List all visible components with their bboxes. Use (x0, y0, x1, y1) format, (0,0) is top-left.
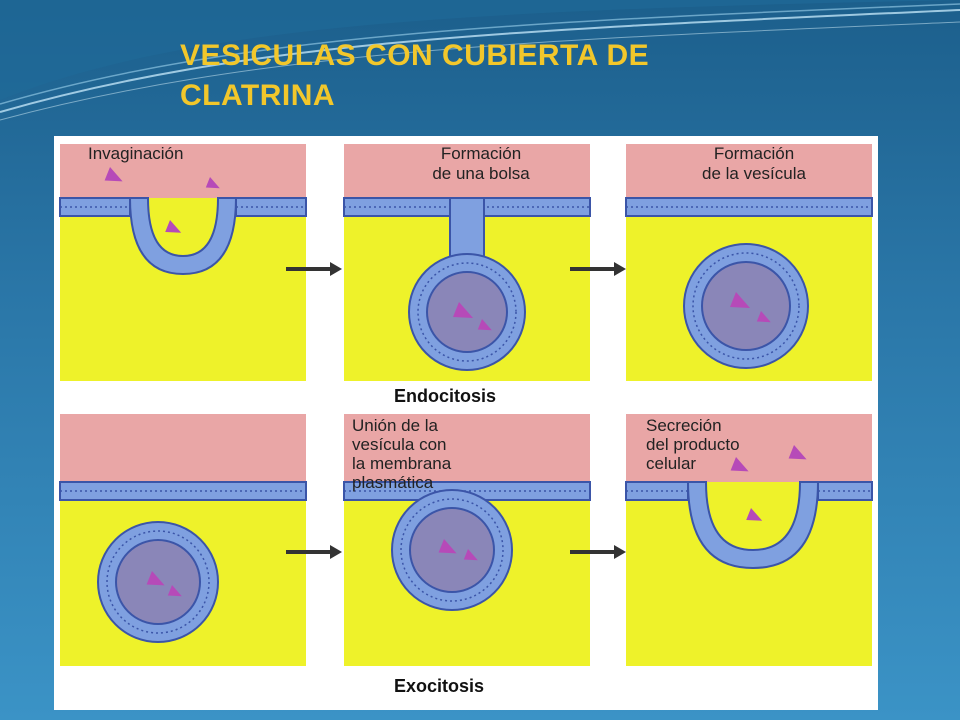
endo2-cargo-2 (477, 319, 492, 331)
endo1-cargo-1 (104, 167, 123, 182)
label-formacion-bolsa: Formación de una bolsa (432, 144, 530, 183)
endo-extracellular-2 (626, 144, 872, 198)
exo1-vesicle-mid (106, 530, 210, 634)
label-secrecion: Secreción del producto celular (646, 416, 740, 473)
exo3-cargo-1 (730, 457, 749, 472)
exo2-vesicle-mid (400, 498, 504, 602)
caption-endocitosis: Endocitosis (394, 386, 497, 406)
endo-arrow-1-head (330, 262, 342, 276)
endo1-invagination (128, 197, 238, 276)
exo1-cargo-2 (167, 585, 182, 597)
endo3-cargo-1 (730, 292, 750, 308)
exo3-fused-membrane (686, 481, 820, 570)
exo-extracellular-1 (344, 414, 590, 482)
endo2-pouch-mid (417, 262, 517, 362)
caption-exocitosis: Exocitosis (394, 676, 485, 696)
endo2-cargo-1 (453, 302, 473, 318)
exo3-cargo-3 (746, 508, 763, 521)
label-formacion-vesicula: Formación de la vesícula (702, 144, 806, 183)
endo-extracellular-0 (60, 144, 306, 198)
exo2-cargo-1 (438, 539, 457, 554)
endo3-cargo-2 (756, 311, 771, 323)
exo3-cargo-2 (788, 445, 807, 460)
vesicle-diagram: Invaginación Formación de una bolsa Form… (54, 136, 878, 710)
exo-arrow-1-head (330, 545, 342, 559)
diagram-canvas (59, 144, 873, 666)
endo1-cargo-3 (205, 177, 220, 189)
exo1-cargo-1 (146, 571, 165, 586)
slide-title: VESICULAS CON CUBIERTA DE CLATRINA (180, 39, 650, 112)
header-swoosh (0, 0, 960, 121)
exo-cytoplasm-2 (626, 482, 872, 666)
label-union-vesicula: Unión de la vesícula con la membrana pla… (352, 416, 452, 492)
exo-extracellular-2 (626, 414, 872, 482)
exo-arrow-2-head (614, 545, 626, 559)
endo-extracellular-1 (344, 144, 590, 198)
endo1-cargo-2 (165, 220, 182, 233)
exo2-cargo-2 (463, 549, 478, 561)
exo-extracellular-0 (60, 414, 306, 482)
label-invaginacion: Invaginación (88, 144, 184, 163)
endo3-vesicle-mid (692, 252, 800, 360)
endo-arrow-2-head (614, 262, 626, 276)
endo-cytoplasm-0 (60, 198, 306, 381)
